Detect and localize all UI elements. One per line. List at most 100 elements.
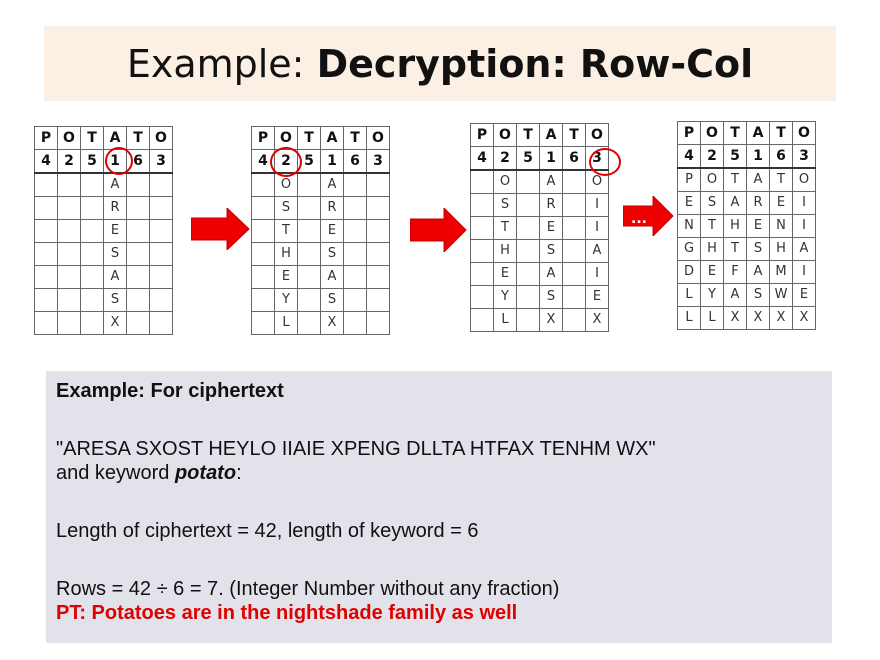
grid-cell: I: [792, 260, 816, 284]
grid-cell: A: [103, 172, 127, 197]
grid-cell: E: [274, 265, 298, 289]
grid-cell: S: [320, 242, 344, 266]
highlight-circle-3: [589, 148, 621, 176]
grid-cell: X: [792, 306, 816, 330]
grid-cell: [516, 193, 540, 217]
grid-cell: [516, 285, 540, 309]
grid-cell: P: [677, 121, 701, 145]
grid-cell: [34, 219, 58, 243]
grid-cell: [562, 239, 586, 263]
grid-cell: [516, 262, 540, 286]
grid-cell: [366, 265, 390, 289]
grid-cell: [149, 172, 173, 197]
rows-line: Rows = 42 ÷ 6 = 7. (Integer Number witho…: [56, 578, 560, 600]
grid-cell: [297, 288, 321, 312]
grid-cell: N: [677, 214, 701, 238]
grid-cell: R: [539, 193, 563, 217]
grid-cell: [149, 196, 173, 220]
grid-cell: E: [493, 262, 517, 286]
grid-cell: [34, 265, 58, 289]
grid-cell: S: [103, 288, 127, 312]
grid-cell: [149, 265, 173, 289]
grid-cell: [343, 219, 367, 243]
keyword-line: and keyword potato:: [56, 461, 822, 485]
grid-cell: S: [320, 288, 344, 312]
grid-cell: T: [126, 126, 150, 150]
grid-cell: [297, 219, 321, 243]
grid-cell: [366, 196, 390, 220]
grid-cell: [80, 265, 104, 289]
grid-cell: T: [297, 126, 321, 150]
grid-cell: A: [746, 167, 770, 192]
grid-cell: [562, 285, 586, 309]
grid-cell: [562, 308, 586, 332]
grid-cell: A: [723, 283, 747, 307]
grid-cell: [80, 219, 104, 243]
grid-cell: X: [585, 308, 609, 332]
grid-cell: H: [493, 239, 517, 263]
grid-cell: [297, 311, 321, 335]
grid-cell: 2: [493, 146, 517, 171]
info-heading: Example: For ciphertext: [56, 380, 284, 402]
grid-cell: O: [700, 167, 724, 192]
grid-cell: [516, 308, 540, 332]
keyword-value: potato: [174, 462, 237, 484]
grid-cell: E: [103, 219, 127, 243]
grid-cell: [297, 265, 321, 289]
grid-cell: E: [769, 191, 793, 215]
grid-cell: Y: [700, 283, 724, 307]
plaintext-line: PT: Potatoes are in the nightshade famil…: [56, 602, 518, 624]
grid-cell: R: [320, 196, 344, 220]
grid-cell: F: [723, 260, 747, 284]
grid-cell: [149, 311, 173, 335]
length-line: Length of ciphertext = 42, length of key…: [56, 520, 479, 542]
grid-cell: P: [677, 167, 701, 192]
grid-cell: [126, 265, 150, 289]
grid-cell: T: [769, 167, 793, 192]
grid-cell: [149, 242, 173, 266]
grid-cell: E: [700, 260, 724, 284]
grid-cell: [343, 172, 367, 197]
grid-cell: L: [700, 306, 724, 330]
grid-cell: A: [320, 265, 344, 289]
grid-cell: [34, 311, 58, 335]
grid-cell: 5: [297, 149, 321, 174]
grid-cell: [34, 288, 58, 312]
grid-cell: T: [769, 121, 793, 145]
grid-cell: [562, 216, 586, 240]
grid-cell: T: [493, 216, 517, 240]
grid-cell: 4: [470, 146, 494, 171]
grid-cell: [57, 196, 81, 220]
grid-cell: X: [723, 306, 747, 330]
grid-cell: T: [562, 123, 586, 147]
grid-cell: T: [723, 167, 747, 192]
grid-cell: E: [539, 216, 563, 240]
grid-cell: [470, 193, 494, 217]
grid-cell: N: [769, 214, 793, 238]
grid-cell: 5: [80, 149, 104, 174]
grid-cell: 4: [34, 149, 58, 174]
grid-row: R: [34, 196, 173, 220]
grid-cell: P: [34, 126, 58, 150]
grid-cell: Y: [274, 288, 298, 312]
grid-cell: T: [516, 123, 540, 147]
grid-cell: [80, 172, 104, 197]
grid-cell: 5: [516, 146, 540, 171]
grid-cell: [251, 288, 275, 312]
grid-cell: [516, 216, 540, 240]
grid-cell: O: [792, 167, 816, 192]
grid-row: E: [34, 219, 173, 243]
grid-cell: [366, 242, 390, 266]
title-bar: Example: Decryption: Row-Col: [44, 26, 836, 101]
